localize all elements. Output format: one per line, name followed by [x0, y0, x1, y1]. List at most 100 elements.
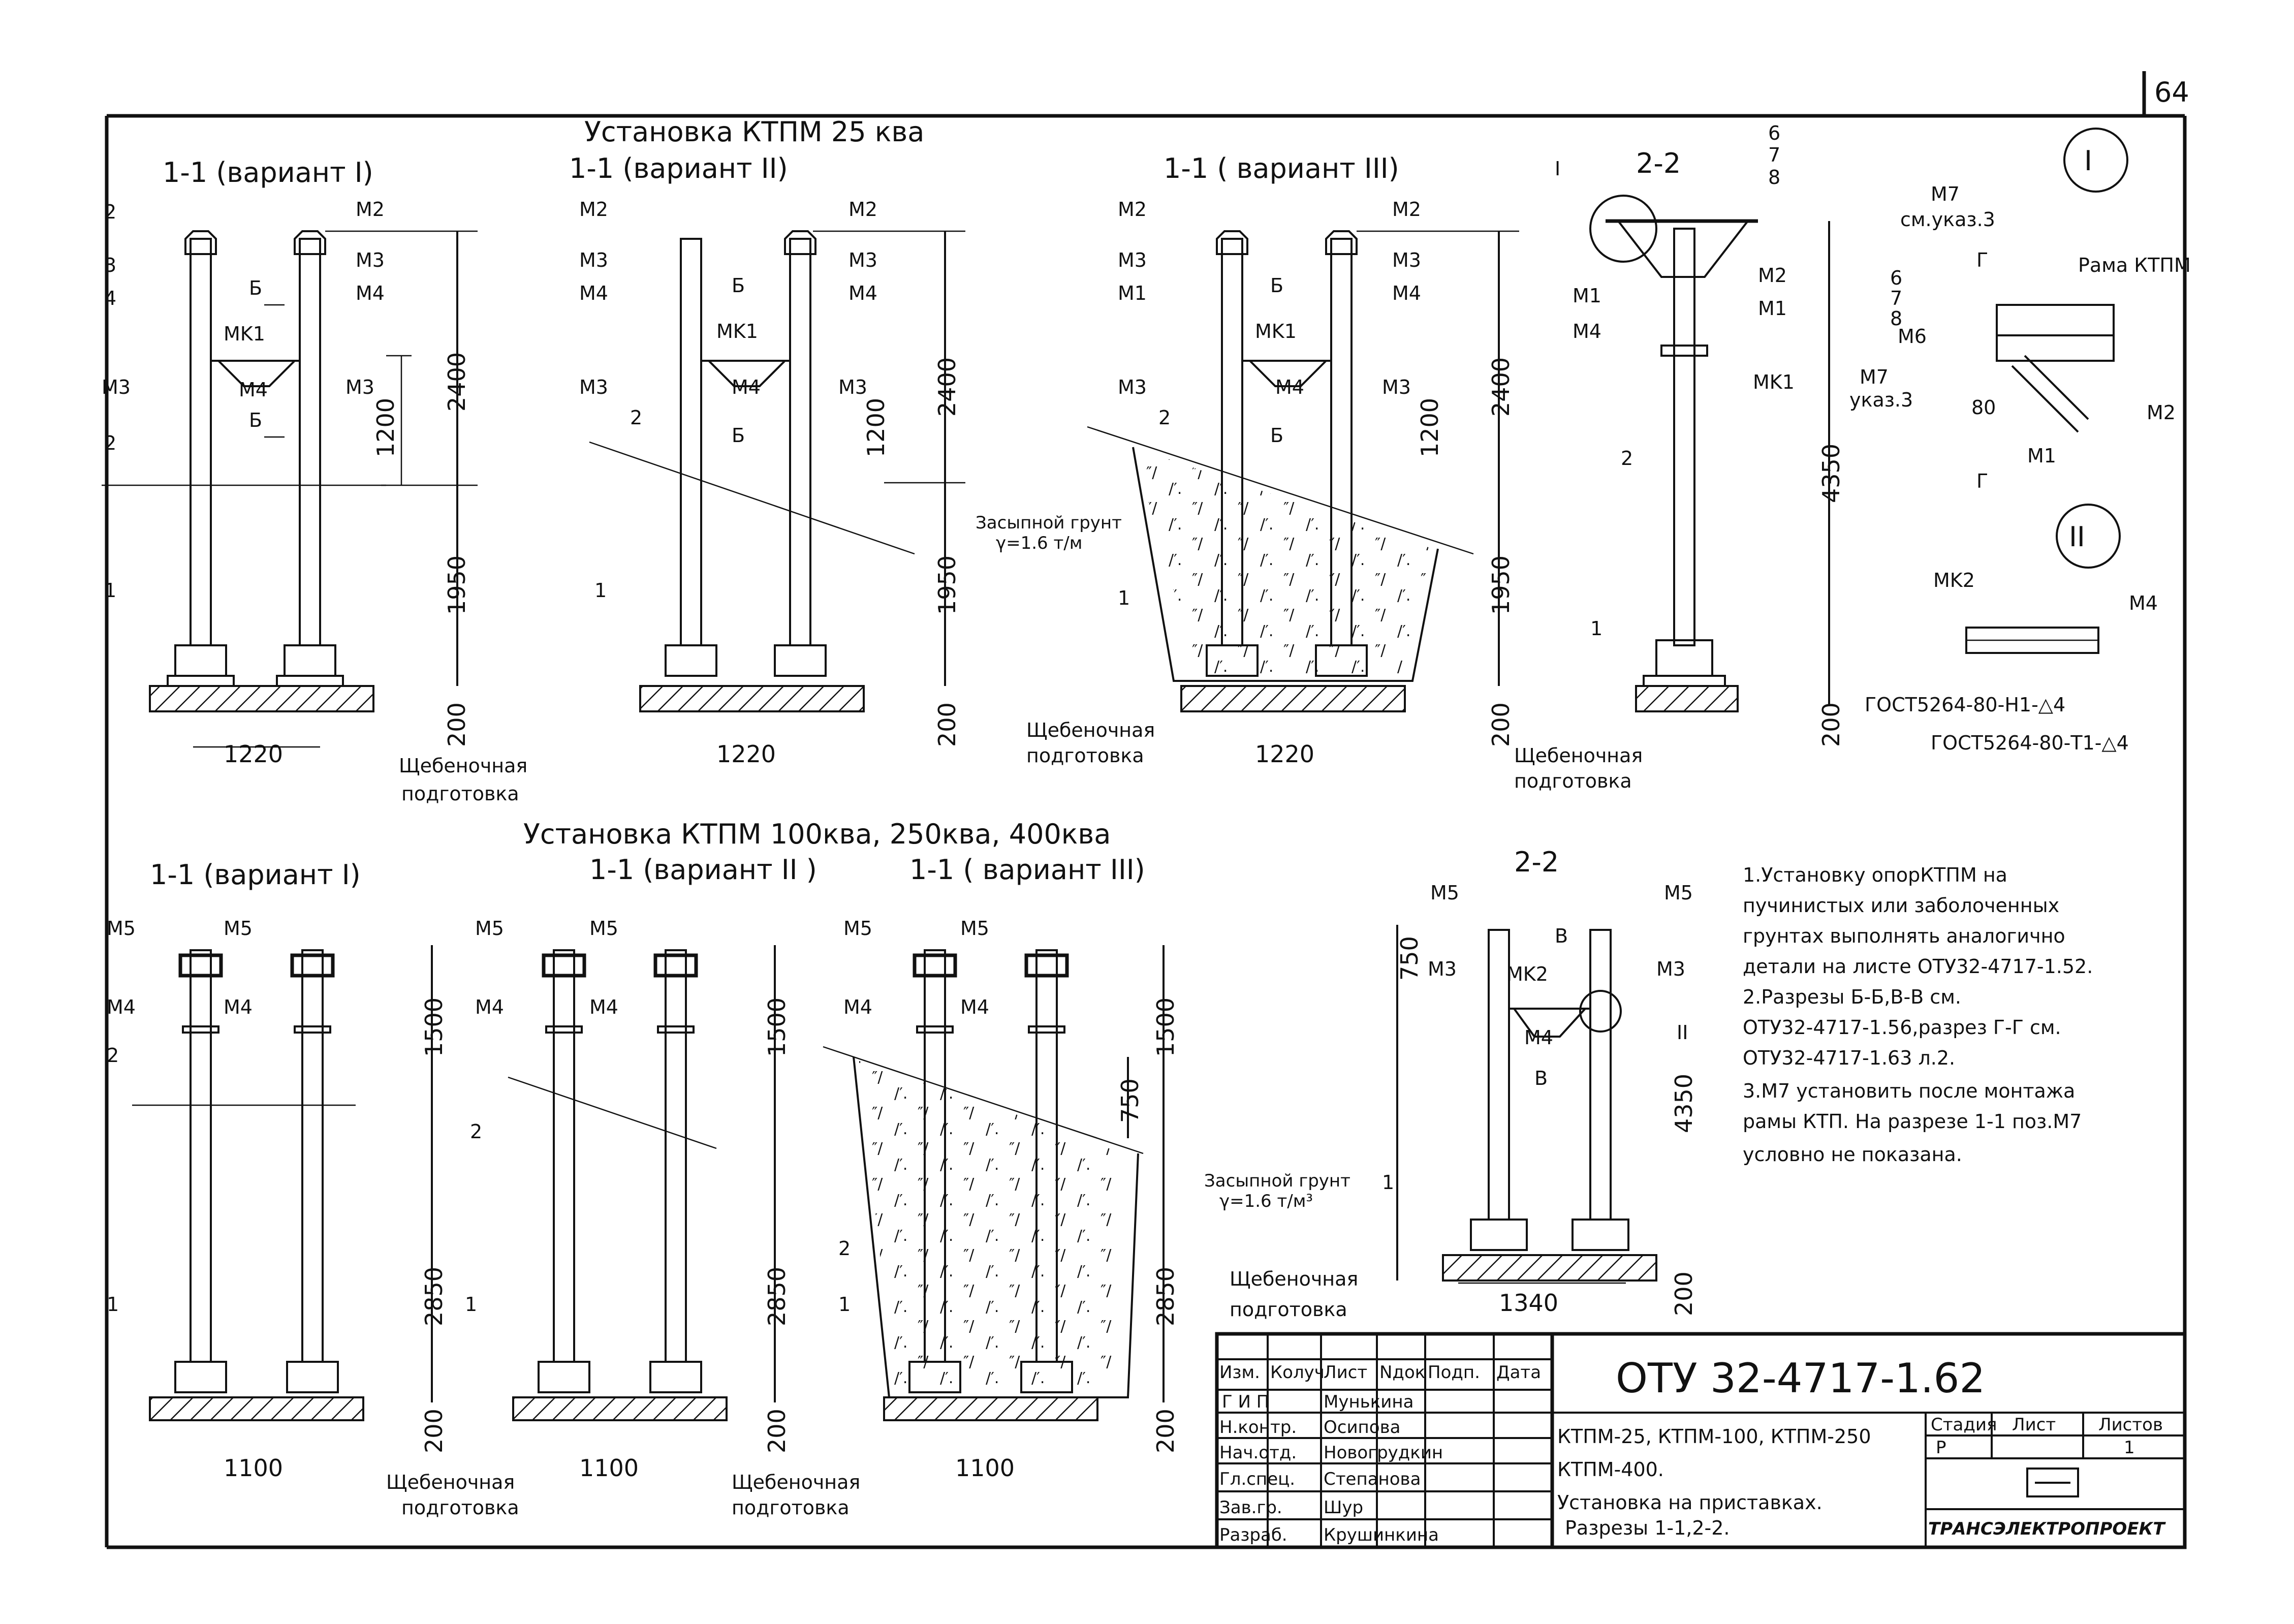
view-25-var1: 1-1 (вариант I) — [163, 157, 373, 189]
svg-text:M4: M4 — [960, 996, 989, 1018]
svg-text:M2: M2 — [356, 198, 385, 221]
svg-text:3: 3 — [104, 254, 116, 276]
svg-text:Н.контр.: Н.контр. — [1219, 1417, 1297, 1438]
svg-text:M5: M5 — [843, 917, 872, 940]
svg-text:M6: M6 — [1898, 325, 1927, 348]
svg-text:подготовка: подготовка — [732, 1496, 850, 1519]
svg-text:подготовка: подготовка — [1230, 1298, 1347, 1321]
drawing-100-var2 — [508, 945, 776, 1421]
svg-text:1100: 1100 — [955, 1454, 1015, 1482]
svg-text:M2: M2 — [849, 198, 877, 221]
svg-text:M3: M3 — [1428, 958, 1457, 980]
svg-text:2400: 2400 — [1487, 357, 1515, 417]
svg-text:КТПМ-25, КТПМ-100, КТПМ-250: КТПМ-25, КТПМ-100, КТПМ-250 — [1557, 1425, 1871, 1448]
svg-text:200: 200 — [420, 1409, 448, 1453]
svg-text:Осипова: Осипова — [1324, 1417, 1400, 1438]
svg-text:Степанова: Степанова — [1324, 1469, 1421, 1489]
svg-text:Разраб.: Разраб. — [1219, 1525, 1287, 1545]
svg-text:II: II — [1677, 1021, 1688, 1044]
svg-text:M3: M3 — [838, 376, 867, 398]
svg-text:80: 80 — [1971, 396, 1996, 419]
svg-text:Подп.: Подп. — [1428, 1362, 1480, 1383]
svg-text:Рама КТПМ: Рама КТПМ — [2078, 254, 2191, 276]
svg-text:MK2: MK2 — [1933, 569, 1975, 591]
svg-text:Щебеночная: Щебеночная — [1514, 744, 1643, 767]
svg-text:MK2: MK2 — [1506, 963, 1548, 985]
svg-text:Щебеночная: Щебеночная — [1026, 719, 1155, 741]
svg-text:1500: 1500 — [763, 997, 791, 1057]
svg-text:750: 750 — [1396, 936, 1423, 981]
svg-text:Дата: Дата — [1496, 1362, 1541, 1383]
svg-text:Г И П: Г И П — [1222, 1392, 1269, 1412]
svg-text:ТРАНСЭЛЕКТРОПРОЕКТ: ТРАНСЭЛЕКТРОПРОЕКТ — [1928, 1519, 2166, 1539]
svg-text:M5: M5 — [107, 917, 136, 940]
svg-text:Засыпной грунт: Засыпной грунт — [1204, 1171, 1350, 1191]
svg-text:M7: M7 — [1860, 366, 1889, 388]
svg-text:M5: M5 — [475, 917, 504, 940]
view-25-var2: 1-1 (вариант II) — [569, 152, 788, 184]
svg-text:4350: 4350 — [1817, 444, 1845, 503]
svg-text:2400: 2400 — [443, 352, 470, 412]
svg-text:1: 1 — [465, 1293, 477, 1316]
svg-text:ГОСТ5264-80-Н1-△4: ГОСТ5264-80-Н1-△4 — [1865, 694, 2065, 716]
svg-text:M4: M4 — [579, 282, 608, 304]
svg-text:1: 1 — [1382, 1171, 1394, 1194]
svg-text:M3: M3 — [102, 376, 131, 398]
svg-text:M3: M3 — [1392, 249, 1421, 271]
svg-text:200: 200 — [443, 702, 470, 747]
sheet-number: 64 — [2154, 76, 2189, 108]
view-100-2-2: 2-2 — [1514, 846, 1559, 878]
svg-text:I: I — [1555, 158, 1560, 180]
svg-text:1500: 1500 — [420, 997, 448, 1057]
svg-text:1200: 1200 — [862, 398, 890, 457]
svg-text:200: 200 — [1817, 702, 1845, 747]
svg-text:Изм.: Изм. — [1219, 1362, 1260, 1383]
svg-text:2: 2 — [630, 407, 642, 429]
view-25-var3: 1-1 ( вариант III) — [1164, 152, 1399, 184]
svg-text:M3: M3 — [1118, 249, 1147, 271]
svg-text:I: I — [2084, 145, 2092, 177]
svg-text:M7: M7 — [1931, 183, 1960, 205]
svg-text:M1: M1 — [1573, 285, 1601, 307]
svg-text:1.Установку опорКТПМ на: 1.Установку опорКТПМ на — [1743, 864, 2007, 886]
labels-detail-ii: II MK2 M4 ГОСТ5264-80-Н1-△4 ГОСТ5264-80-… — [1865, 521, 2158, 754]
svg-text:рамы КТП. На разрезе 1-1 поз.М: рамы КТП. На разрезе 1-1 поз.М7 — [1743, 1110, 2082, 1133]
svg-text:Установка на приставках.: Установка на приставках. — [1557, 1491, 1822, 1514]
drawing-100-2-2 — [1396, 925, 1657, 1284]
svg-text:Гл.спец.: Гл.спец. — [1219, 1469, 1295, 1489]
svg-text:6: 6 — [1768, 122, 1780, 144]
svg-text:1: 1 — [107, 1293, 119, 1316]
view-25-2-2: 2-2 — [1636, 147, 1681, 179]
svg-text:M5: M5 — [960, 917, 989, 940]
svg-text:Шур: Шур — [1324, 1497, 1363, 1518]
svg-text:1: 1 — [594, 579, 607, 602]
svg-text:подготовка: подготовка — [1026, 744, 1144, 767]
view-100-var2: 1-1 (вариант II ) — [589, 854, 817, 886]
svg-text:1: 1 — [1118, 587, 1130, 609]
svg-text:M4: M4 — [239, 379, 268, 401]
svg-text:Б: Б — [249, 409, 262, 431]
svg-text:ГОСТ5264-80-Т1-△4: ГОСТ5264-80-Т1-△4 — [1931, 732, 2129, 754]
svg-text:M4: M4 — [1392, 282, 1421, 304]
svg-text:Лист: Лист — [1324, 1362, 1367, 1383]
svg-text:M1: M1 — [1758, 297, 1787, 320]
detail-i — [1996, 128, 2128, 433]
svg-text:1220: 1220 — [1255, 740, 1314, 768]
svg-text:2850: 2850 — [763, 1267, 791, 1326]
svg-text:M3: M3 — [849, 249, 877, 271]
svg-text:γ=1.6 т/м: γ=1.6 т/м — [996, 533, 1082, 553]
svg-text:Р: Р — [1936, 1438, 1946, 1458]
svg-text:Щебеночная: Щебеночная — [386, 1471, 515, 1493]
svg-text:M5: M5 — [1430, 882, 1459, 904]
drawing-25-2-2 — [1589, 195, 1830, 712]
labels-100-2-2: M5 M5 M3 MK2 M3 M4 В В II 1 750 4350 200… — [1230, 882, 1698, 1321]
svg-text:Разрезы 1-1,2-2.: Разрезы 1-1,2-2. — [1565, 1517, 1730, 1539]
svg-text:детали на листе ОТУ32-4717-1.5: детали на листе ОТУ32-4717-1.52. — [1743, 955, 2093, 978]
svg-text:ОТУ 32-4717-1.62: ОТУ 32-4717-1.62 — [1616, 1355, 1985, 1402]
svg-text:M4: M4 — [843, 996, 872, 1018]
svg-text:Б: Б — [732, 274, 745, 297]
svg-text:II: II — [2069, 521, 2085, 553]
svg-text:Мунькина: Мунькина — [1324, 1392, 1413, 1412]
svg-text:M3: M3 — [579, 249, 608, 271]
